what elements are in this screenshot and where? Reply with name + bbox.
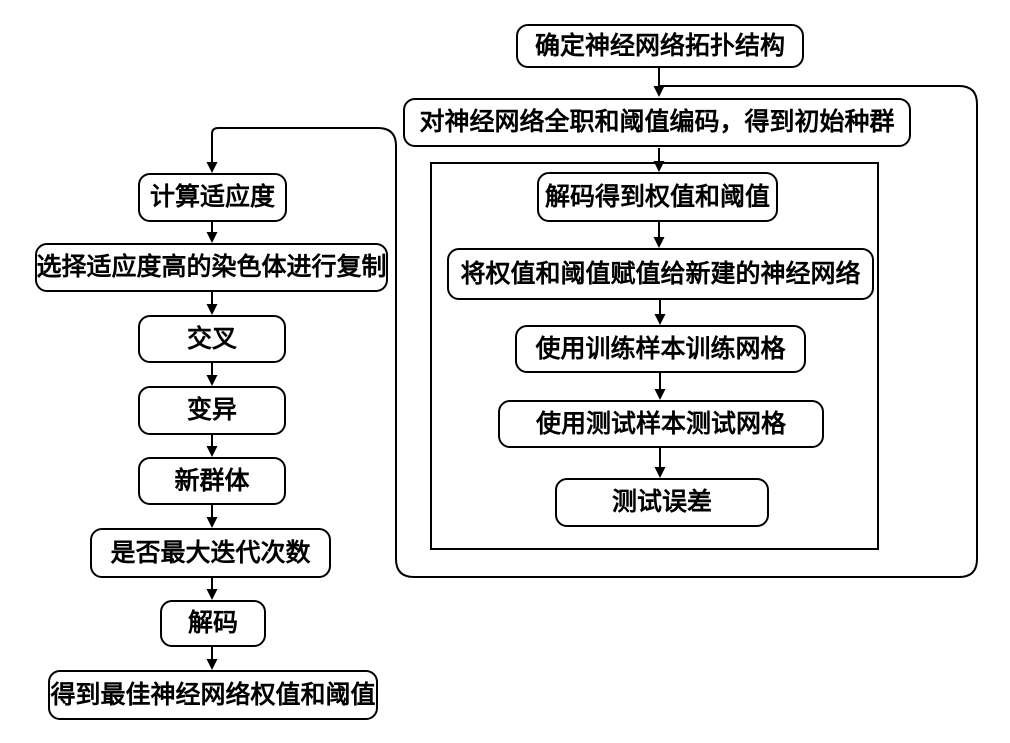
arrowhead — [206, 304, 218, 315]
arrowhead — [654, 314, 666, 325]
node-crossover: 交叉 — [138, 315, 286, 363]
node-mutation: 变异 — [138, 386, 286, 435]
arrowhead — [206, 589, 218, 600]
arrowhead — [206, 659, 218, 670]
node-label: 计算适应度 — [149, 184, 275, 211]
arrowhead — [654, 467, 666, 478]
node-test-error: 测试误差 — [555, 478, 769, 527]
node-decode-weights-thresholds: 解码得到权值和阈值 — [537, 172, 778, 222]
evaluation-frame — [430, 162, 879, 550]
arrowhead — [206, 517, 218, 528]
arrowhead — [206, 446, 218, 457]
node-label: 使用测试样本测试网格 — [535, 410, 786, 438]
node-label: 解码 — [187, 610, 238, 637]
node-label: 使用训练样本训练网格 — [535, 335, 786, 363]
node-label: 对神经网络全职和阈值编码，得到初始种群 — [419, 109, 895, 136]
node-select-chromosomes: 选择适应度高的染色体进行复制 — [35, 243, 388, 292]
node-train-with-samples: 使用训练样本训练网格 — [515, 325, 806, 373]
node-test-with-samples: 使用测试样本测试网格 — [498, 400, 824, 448]
arrowhead — [654, 389, 666, 400]
arrowhead — [206, 232, 218, 243]
node-label: 确定神经网络拓扑结构 — [534, 32, 785, 60]
node-label: 将权值和阈值赋值给新建的神经网络 — [460, 260, 861, 288]
arrowhead — [653, 237, 665, 248]
node-label: 交叉 — [186, 325, 237, 353]
node-label: 新群体 — [174, 467, 250, 495]
node-calc-fitness: 计算适应度 — [138, 173, 287, 222]
node-decode: 解码 — [160, 600, 266, 647]
node-label: 变异 — [186, 397, 237, 424]
node-label: 解码得到权值和阈值 — [544, 183, 770, 211]
node-label: 选择适应度高的染色体进行复制 — [36, 254, 387, 281]
node-determine-topology: 确定神经网络拓扑结构 — [516, 24, 804, 68]
arrowhead — [653, 86, 665, 97]
arrowhead — [206, 162, 218, 173]
node-assign-weights-to-network: 将权值和阈值赋值给新建的神经网络 — [447, 248, 874, 300]
node-label: 是否最大迭代次数 — [110, 539, 311, 567]
node-best-weights: 得到最佳神经网络权值和阈值 — [48, 670, 378, 720]
arrowhead — [206, 375, 218, 386]
node-new-population: 新群体 — [138, 457, 286, 505]
node-max-iterations: 是否最大迭代次数 — [90, 528, 331, 578]
node-label: 得到最佳神经网络权值和阈值 — [50, 681, 376, 709]
node-label: 测试误差 — [611, 489, 712, 516]
node-encode-initial-population: 对神经网络全职和阈值编码，得到初始种群 — [403, 98, 911, 147]
feedback-loop-line — [211, 85, 978, 578]
